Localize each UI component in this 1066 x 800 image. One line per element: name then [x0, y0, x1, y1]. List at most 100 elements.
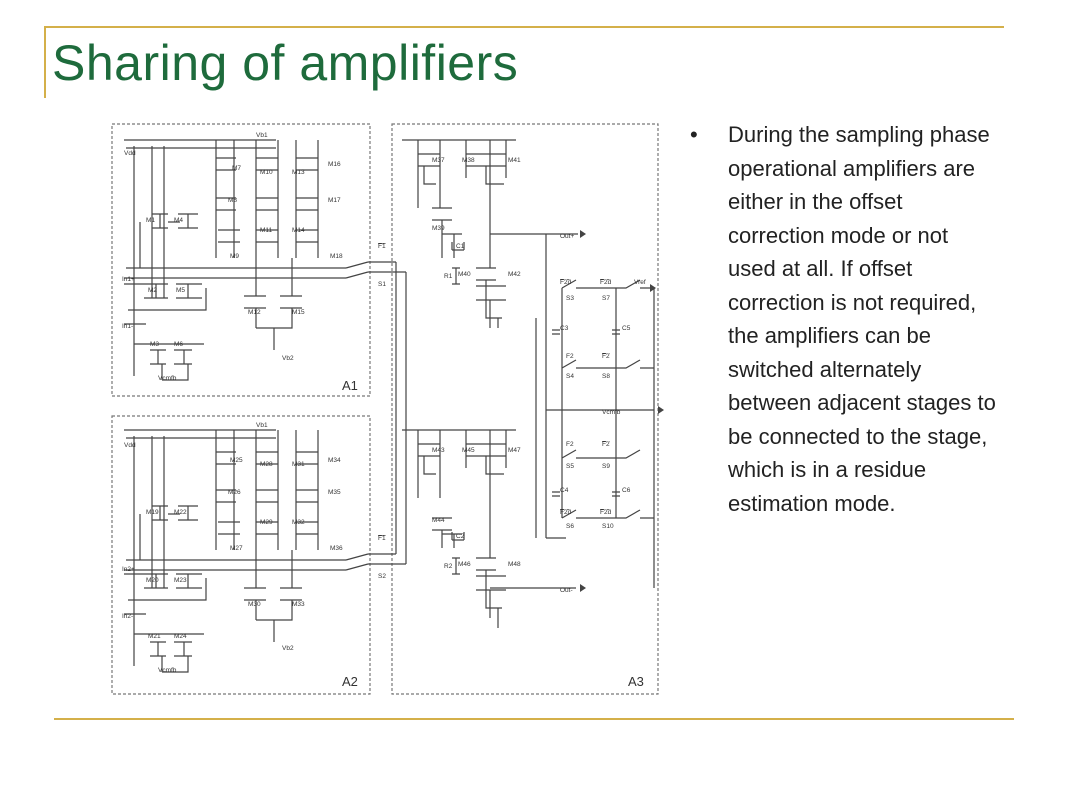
a2-m34-label: M34 [328, 457, 341, 464]
a1-m9-label: M9 [230, 253, 239, 260]
top-rule [44, 26, 1004, 28]
a2-m32-label: M32 [292, 519, 305, 526]
a2-m22-label: M22 [174, 509, 187, 516]
a3-s5-label: S5 [566, 463, 574, 470]
a3-m40-label: M40 [458, 271, 471, 278]
a1-m12-label: M12 [248, 309, 261, 316]
a2-vb1-label: Vb1 [256, 422, 268, 429]
a1-m15-label: M15 [292, 309, 305, 316]
a1-in-minus-label: In1- [122, 323, 133, 330]
a3-m44-label: M44 [432, 517, 445, 524]
a3-s9-label: S9 [602, 463, 610, 470]
a1-m5-label: M5 [176, 287, 185, 294]
a3-c1-label: C1 [456, 243, 465, 250]
a2-m25-label: M25 [230, 457, 243, 464]
slide-title: Sharing of amplifiers [52, 35, 519, 91]
a3-vref-label: Vref [634, 279, 646, 286]
a2-m23-label: M23 [174, 577, 187, 584]
a2-m21-label: M21 [148, 633, 161, 640]
a3-s4-label: S4 [566, 373, 574, 380]
a1-m6-label: M6 [174, 341, 183, 348]
a1-vb2-label: Vb2 [282, 355, 294, 362]
a3-r2-label: R2 [444, 563, 453, 570]
switch-f1-label: F1 [378, 243, 386, 250]
a3-c5-label: C5 [622, 325, 631, 332]
a1-m4-label: M4 [174, 217, 183, 224]
a3-circuit [402, 139, 655, 628]
switch-s1-label: S1 [378, 281, 386, 288]
a3-m47-label: M47 [508, 447, 521, 454]
a3-c2-label: C2 [456, 533, 465, 540]
a2-in-minus-label: In2- [122, 613, 133, 620]
a3-m48-label: M48 [508, 561, 521, 568]
a3-vcmfb-label: Vcmfb [602, 409, 621, 416]
switch-s2-label: S2 [378, 573, 386, 580]
a3-m37-label: M37 [432, 157, 445, 164]
stage-switches [345, 261, 407, 571]
a1-vdd-label: Vdd [124, 150, 136, 157]
a1-m17-label: M17 [328, 197, 341, 204]
a1-in-plus-label: In1+ [122, 276, 135, 283]
block-a2-outline [111, 415, 371, 695]
a3-m39-label: M39 [432, 225, 445, 232]
a3-m43-label: M43 [432, 447, 445, 454]
a3-s10-label: S10 [602, 523, 614, 530]
a3-f2-label-2: F2 [566, 441, 574, 448]
switch-f1b-label: F1 [378, 535, 386, 542]
a1-m8-label: M8 [228, 197, 237, 204]
a3-m41-label: M41 [508, 157, 521, 164]
a2-m30-label: M30 [248, 601, 261, 608]
a1-m10-label: M10 [260, 169, 273, 176]
a1-circuit [124, 139, 346, 381]
a3-f2d-label-2: F2d [560, 509, 572, 516]
a2-m31-label: M31 [292, 461, 305, 468]
a1-vcmfb-label: Vcmfb [158, 375, 177, 382]
a1-vb1-label: Vb1 [256, 132, 268, 139]
block-label-a1: A1 [342, 378, 358, 393]
a3-out-minus-label: Out- [560, 587, 573, 594]
a2-m28-label: M28 [260, 461, 273, 468]
a3-f2-label-1: F2 [566, 353, 574, 360]
a2-m35-label: M35 [328, 489, 341, 496]
a2-in-plus-label: In2+ [122, 566, 135, 573]
a2-m27-label: M27 [230, 545, 243, 552]
a1-m16-label: M16 [328, 161, 341, 168]
a1-m1-label: M1 [146, 217, 155, 224]
a1-m14-label: M14 [292, 227, 305, 234]
a1-m7-label: M7 [232, 165, 241, 172]
bottom-rule [54, 718, 1014, 720]
bullet-text: During the sampling phase operational am… [728, 122, 996, 516]
a3-s6-label: S6 [566, 523, 574, 530]
a3-m42-label: M42 [508, 271, 521, 278]
a1-m13-label: M13 [292, 169, 305, 176]
amplifier-schematic: A1 A2 A3 Vb1 Vdd M1 M4 In1+ M2 M5 In1- M… [111, 123, 664, 695]
a2-vcmfb-label: Vcmfb [158, 667, 177, 674]
a3-out-plus-label: Out+ [560, 233, 574, 240]
a3-m38-label: M38 [462, 157, 475, 164]
a2-m24-label: M24 [174, 633, 187, 640]
a3-s7-label: S7 [602, 295, 610, 302]
a3-m45-label: M45 [462, 447, 475, 454]
bullet-dot: • [690, 122, 698, 147]
a1-m2-label: M2 [148, 287, 157, 294]
a3-f2d-label-1b: F2d [600, 279, 612, 286]
a2-m36-label: M36 [330, 545, 343, 552]
a3-f2-label-1b: F2 [602, 353, 610, 360]
a2-m19-label: M19 [146, 509, 159, 516]
a2-m33-label: M33 [292, 601, 305, 608]
block-label-a2: A2 [342, 674, 358, 689]
a2-m29-label: M29 [260, 519, 273, 526]
a3-s8-label: S8 [602, 373, 610, 380]
a1-m18-label: M18 [330, 253, 343, 260]
a2-m20-label: M20 [146, 577, 159, 584]
a2-vb2-label: Vb2 [282, 645, 294, 652]
left-rule [44, 26, 46, 98]
a3-r1-label: R1 [444, 273, 453, 280]
a1-m3-label: M3 [150, 341, 159, 348]
bullet-list: • During the sampling phase operational … [690, 118, 1000, 520]
a2-circuit [124, 429, 346, 673]
a3-f2d-label-1: F2d [560, 279, 572, 286]
a3-c4-label: C4 [560, 487, 569, 494]
a2-vdd-label: Vdd [124, 442, 136, 449]
a2-m26-label: M26 [228, 489, 241, 496]
